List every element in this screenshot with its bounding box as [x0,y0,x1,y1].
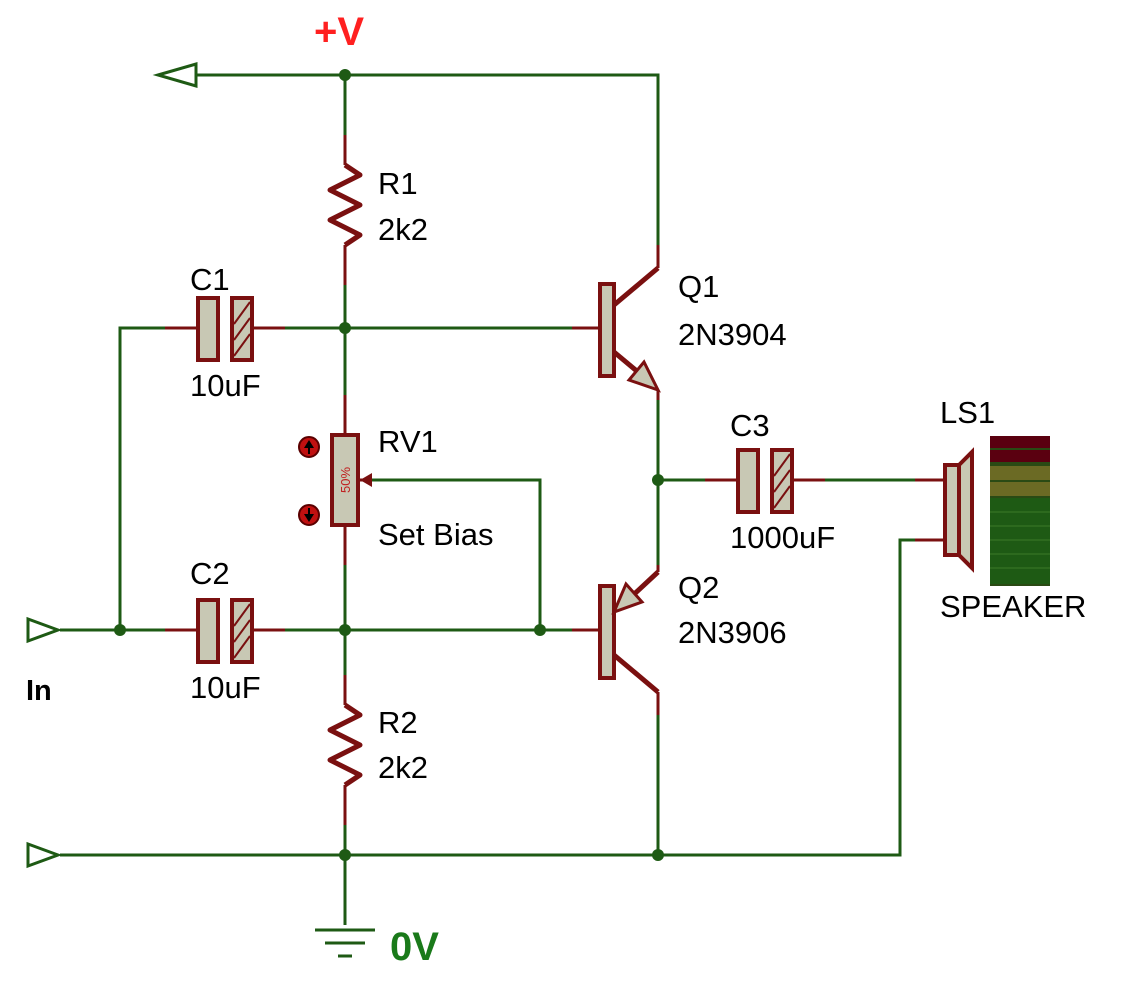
speaker-cone-icon [957,447,974,573]
speaker-ls1[interactable] [915,447,974,573]
q2-ref: Q2 [678,570,719,605]
junction-dot [339,69,351,81]
rv1-wiper-position: 50% [338,467,353,493]
c1-ref: C1 [190,262,230,297]
emitter-arrow-icon [626,359,661,393]
capacitor-c2[interactable] [165,598,285,664]
arrow-down-icon [304,514,314,522]
junctions [114,69,664,861]
r2-value: 2k2 [378,750,428,785]
junction-dot [114,624,126,636]
q1-ref: Q1 [678,269,719,304]
c3-value: 1000uF [730,520,835,555]
wire-c1-input [118,326,165,630]
wire-wiper [360,478,542,630]
r2-ref: R2 [378,705,418,740]
ls1-ref: LS1 [940,395,995,430]
capacitor-c3[interactable] [705,448,825,514]
q2-value: 2N3906 [678,615,787,650]
rv1-value: Set Bias [378,517,493,552]
junction-dot [652,849,664,861]
ground-label: 0V [390,925,439,969]
r1-ref: R1 [378,166,418,201]
input-terminal-icon [26,616,63,644]
supply-terminal-icon [152,62,198,88]
rv1-decrease-button[interactable] [298,504,320,526]
potentiometer-rv1[interactable] [330,395,372,565]
resistor-r2[interactable] [327,675,363,825]
r1-value: 2k2 [378,212,428,247]
supply-label: +V [314,10,364,54]
c3-ref: C3 [730,408,770,443]
junction-dot [652,474,664,486]
junction-dot [339,322,351,334]
c1-value: 10uF [190,368,261,403]
c2-ref: C2 [190,556,230,591]
wire-bottom-rail [60,538,915,857]
junction-dot [339,849,351,861]
resistor-r1[interactable] [327,135,363,285]
ground-terminal-icon [26,841,63,869]
c2-value: 10uF [190,670,261,705]
junction-dot [339,624,351,636]
emitter-arrow-icon [611,581,645,615]
transistor-q2[interactable] [572,565,660,715]
transistor-q1[interactable] [572,245,661,400]
ground-symbol-icon [315,928,375,958]
speaker-level-meter [990,436,1050,586]
wires [60,73,915,925]
input-label: In [26,675,52,707]
rv1-ref: RV1 [378,424,438,459]
junction-dot [534,624,546,636]
arrow-up-icon [304,440,314,448]
ls1-value: SPEAKER [940,589,1086,624]
rv1-increase-button[interactable] [298,436,320,458]
capacitor-c1[interactable] [165,296,285,362]
q1-value: 2N3904 [678,317,787,352]
